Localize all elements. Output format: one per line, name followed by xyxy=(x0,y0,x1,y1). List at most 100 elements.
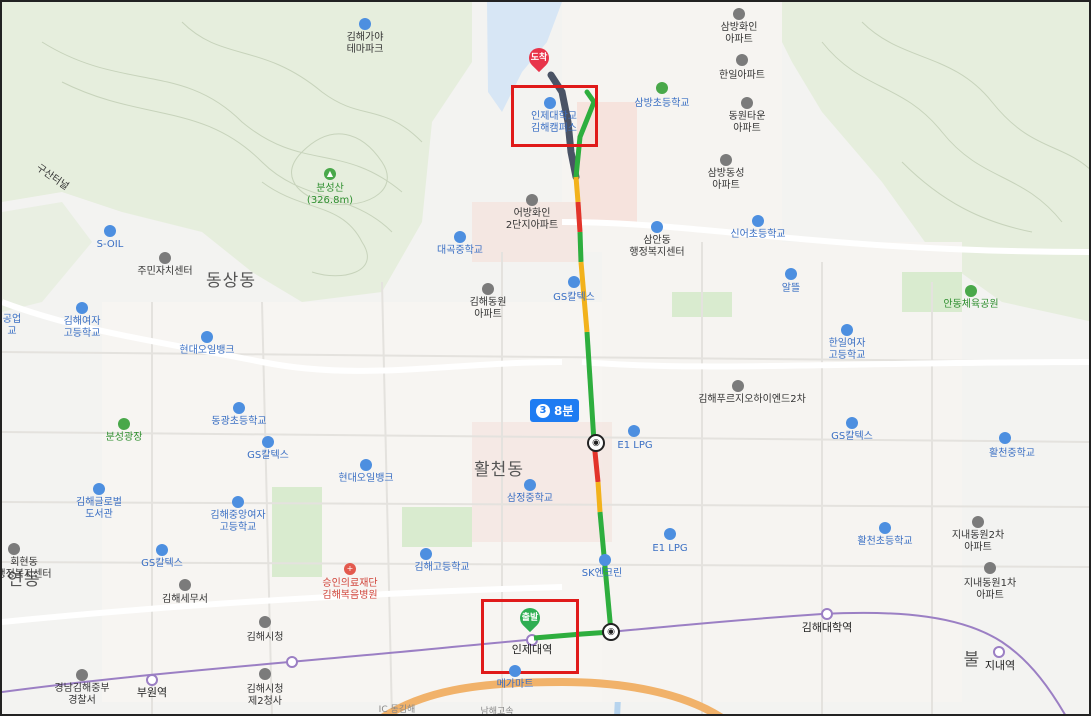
apartment-icon[interactable] xyxy=(732,380,744,392)
park-icon[interactable] xyxy=(118,418,130,430)
place-label: 김해여자 고등학교 xyxy=(63,316,101,339)
gas-station-icon[interactable] xyxy=(262,436,274,448)
apartment-icon[interactable] xyxy=(984,562,996,574)
apartment-icon[interactable] xyxy=(972,516,984,528)
theme-park-icon[interactable] xyxy=(359,18,371,30)
city-hall-icon[interactable] xyxy=(259,668,271,680)
apartment-icon[interactable] xyxy=(741,97,753,109)
city-hall-icon[interactable] xyxy=(259,616,271,628)
gas-station-icon[interactable] xyxy=(104,225,116,237)
place-label: E1 LPG xyxy=(652,543,688,554)
place-label: 분성산 (326.8m) xyxy=(306,183,354,206)
gas-station-icon[interactable] xyxy=(846,417,858,429)
place-label: 경남김해중부 경찰서 xyxy=(54,683,110,706)
school-icon[interactable] xyxy=(454,231,466,243)
district-label: 연동 xyxy=(7,570,41,590)
route-step-number: 3 xyxy=(536,403,550,418)
start-marker[interactable]: 출발 xyxy=(515,603,545,633)
gas-station-icon[interactable] xyxy=(156,544,168,556)
government-office-icon[interactable] xyxy=(651,221,663,233)
apartment-icon[interactable] xyxy=(720,154,732,166)
place-label: 동원타운 아파트 xyxy=(728,111,766,134)
place-label: S-OIL xyxy=(96,239,124,250)
place-label: 삼방동성 아파트 xyxy=(707,168,745,191)
gas-station-icon[interactable] xyxy=(568,276,580,288)
place-label: 분성광장 xyxy=(105,432,143,443)
route-time-badge[interactable]: 3 8분 xyxy=(530,399,580,422)
government-office-icon[interactable] xyxy=(8,543,20,555)
place-label: 삼정중학교 xyxy=(507,493,553,504)
place-label: 김해중앙여자 고등학교 xyxy=(210,510,266,533)
school-icon[interactable] xyxy=(841,324,853,336)
destination-marker[interactable]: 도착 xyxy=(524,43,554,73)
place-label: 김해가야 테마파크 xyxy=(346,32,384,55)
start-highlight-box xyxy=(481,599,579,674)
university-icon[interactable] xyxy=(544,97,556,109)
route-duration: 8분 xyxy=(554,404,574,418)
mountain-icon[interactable]: ▲ xyxy=(324,168,336,180)
school-icon[interactable] xyxy=(420,548,432,560)
apartment-icon[interactable] xyxy=(526,194,538,206)
police-icon[interactable] xyxy=(76,669,88,681)
place-label: E1 LPG xyxy=(617,440,653,451)
district-label: 불 xyxy=(963,650,981,670)
tax-office-icon[interactable] xyxy=(179,579,191,591)
place-label: GS칼텍스 xyxy=(141,558,183,569)
place-label: 메가마트 xyxy=(496,679,534,690)
speed-camera-icon[interactable]: ◉ xyxy=(602,623,620,641)
gas-station-icon[interactable] xyxy=(628,425,640,437)
library-icon[interactable] xyxy=(93,483,105,495)
place-label: 활천중학교 xyxy=(989,448,1035,459)
school-icon[interactable] xyxy=(656,82,668,94)
place-label: 김해고등학교 xyxy=(414,562,470,573)
place-label: 주민자치센터 xyxy=(137,266,193,277)
station-label[interactable]: 김해대학역 xyxy=(801,621,853,634)
hospital-icon[interactable]: + xyxy=(344,563,356,575)
school-icon[interactable] xyxy=(879,522,891,534)
place-label: 대곡중학교 xyxy=(437,245,483,256)
apartment-icon[interactable] xyxy=(736,54,748,66)
apartment-icon[interactable] xyxy=(733,8,745,20)
speed-camera-icon[interactable]: ◉ xyxy=(587,434,605,452)
place-label: 알뜰 xyxy=(781,283,801,294)
place-label: 활천초등학교 xyxy=(857,536,913,547)
place-label: 삼안동 행정복지센터 xyxy=(629,235,685,258)
place-label: IC 동김해 xyxy=(378,705,416,715)
place-label: 지내동원1차 아파트 xyxy=(963,578,1017,601)
apartment-icon[interactable] xyxy=(482,283,494,295)
station-label[interactable]: 인제대역 xyxy=(511,643,553,656)
gas-station-icon[interactable] xyxy=(785,268,797,280)
place-label: GS칼텍스 xyxy=(553,292,595,303)
place-label: 어방화인 2단지아파트 xyxy=(505,208,559,231)
station-label[interactable]: 지내역 xyxy=(984,659,1016,672)
place-label: GS칼텍스 xyxy=(831,431,873,442)
place-label: 김해동원 아파트 xyxy=(469,297,507,320)
gas-station-icon[interactable] xyxy=(664,528,676,540)
place-label: 삼방초등학교 xyxy=(634,98,690,109)
district-label: 동상동 xyxy=(206,271,256,291)
gas-station-icon[interactable] xyxy=(201,331,213,343)
place-label: 공업 교 xyxy=(2,314,22,337)
gas-station-icon[interactable] xyxy=(599,554,611,566)
place-label: 남해고속 xyxy=(480,707,514,716)
school-icon[interactable] xyxy=(999,432,1011,444)
place-label[interactable]: 인제대학교 김해캠퍼스 xyxy=(531,111,577,134)
district-label: 활천동 xyxy=(474,460,524,480)
school-icon[interactable] xyxy=(524,479,536,491)
start-marker-label: 출발 xyxy=(521,613,539,623)
government-office-icon[interactable] xyxy=(159,252,171,264)
school-icon[interactable] xyxy=(76,302,88,314)
school-icon[interactable] xyxy=(233,402,245,414)
place-label: 안동체육공원 xyxy=(943,299,999,310)
school-icon[interactable] xyxy=(232,496,244,508)
park-icon[interactable] xyxy=(965,285,977,297)
place-label: 김해글로벌 도서관 xyxy=(76,497,122,520)
shopping-icon[interactable] xyxy=(509,665,521,677)
destination-highlight-box xyxy=(511,85,598,147)
school-icon[interactable] xyxy=(752,215,764,227)
station-label[interactable]: 부원역 xyxy=(136,686,168,699)
gas-station-icon[interactable] xyxy=(360,459,372,471)
place-label: 동광초등학교 xyxy=(211,416,267,427)
place-label: 승인의료재단 김해복음병원 xyxy=(322,578,378,601)
